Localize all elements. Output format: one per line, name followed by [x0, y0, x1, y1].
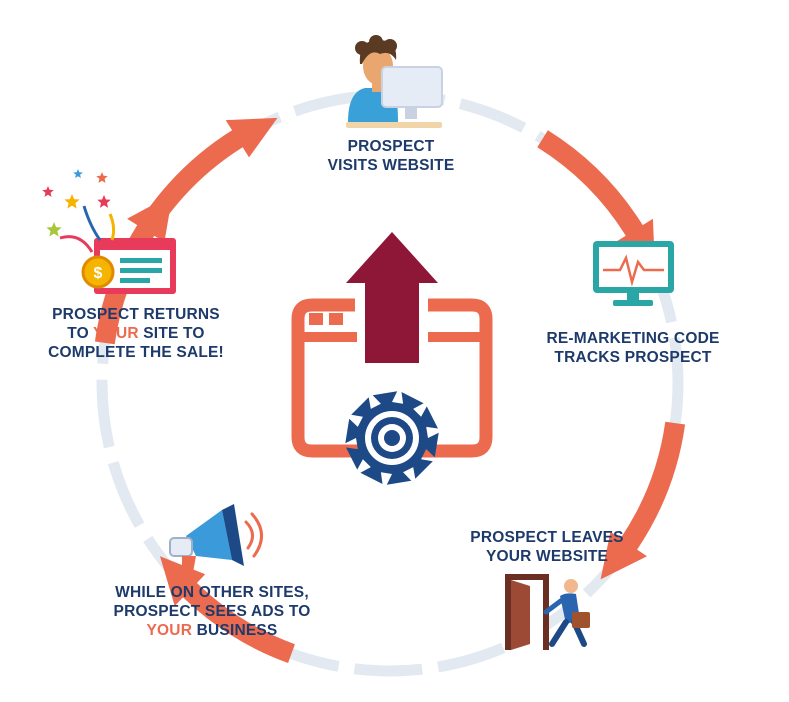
- step-return-line-1: PROSPECT RETURNS: [52, 306, 220, 323]
- step-ads-line-1: WHILE ON OTHER SITES,: [115, 584, 309, 601]
- step-ads-label: WHILE ON OTHER SITES, PROSPECT SEES ADS …: [96, 583, 328, 640]
- svg-text:$: $: [94, 265, 103, 282]
- step-ads-line-2: PROSPECT SEES ADS TO: [113, 603, 311, 620]
- step-visit-line-2: VISITS WEBSITE: [327, 157, 455, 174]
- gear-icon: [345, 391, 439, 485]
- cycle-arrows: [94, 117, 686, 663]
- step-visit-line-1: PROSPECT: [347, 138, 435, 155]
- browser-upload-gear-icon: [291, 232, 493, 485]
- step-leave-line-2: YOUR WEBSITE: [485, 548, 609, 565]
- megaphone-icon: [169, 504, 263, 578]
- upload-arrow-icon: [346, 232, 438, 363]
- step-leave-label: PROSPECT LEAVES YOUR WEBSITE: [459, 528, 635, 566]
- star-icon: [42, 186, 54, 197]
- highlight-word: YOUR: [93, 325, 139, 342]
- step-track-label: RE-MARKETING CODE TRACKS PROSPECT: [533, 329, 733, 367]
- step-return-line-2: TO YOUR SITE TO: [32, 324, 240, 343]
- cycle-arrow: [160, 556, 295, 663]
- step-return-line-2-post: SITE TO: [138, 325, 205, 342]
- step-visit-label: PROSPECT VISITS WEBSITE: [300, 137, 482, 175]
- star-icon: [97, 195, 111, 208]
- step-return-label: PROSPECT RETURNS TO YOUR SITE TO COMPLET…: [32, 305, 240, 362]
- star-icon: [96, 172, 108, 183]
- step-track-line-1: RE-MARKETING CODE: [546, 330, 720, 347]
- step-track-line-2: TRACKS PROSPECT: [554, 349, 712, 366]
- step-ads-line-3: YOUR BUSINESS: [96, 621, 328, 640]
- monitor-heartbeat-icon: [593, 241, 674, 306]
- person-at-computer-icon: [346, 35, 443, 128]
- step-return-line-3: COMPLETE THE SALE!: [48, 344, 224, 361]
- cycle-arrow: [600, 421, 686, 580]
- step-ads-line-3-rest: BUSINESS: [192, 622, 278, 639]
- step-leave-line-1: PROSPECT LEAVES: [470, 529, 624, 546]
- step-return-line-2-pre: TO: [67, 325, 94, 342]
- star-icon: [64, 194, 80, 209]
- browser-dollar-stars-icon: $: [42, 169, 176, 294]
- person-exiting-door-icon: [505, 574, 590, 650]
- gear-ring: [384, 430, 400, 446]
- cycle-arrow: [537, 130, 656, 271]
- star-icon: [73, 169, 83, 178]
- highlight-word: YOUR: [146, 622, 193, 639]
- star-icon: [46, 222, 62, 237]
